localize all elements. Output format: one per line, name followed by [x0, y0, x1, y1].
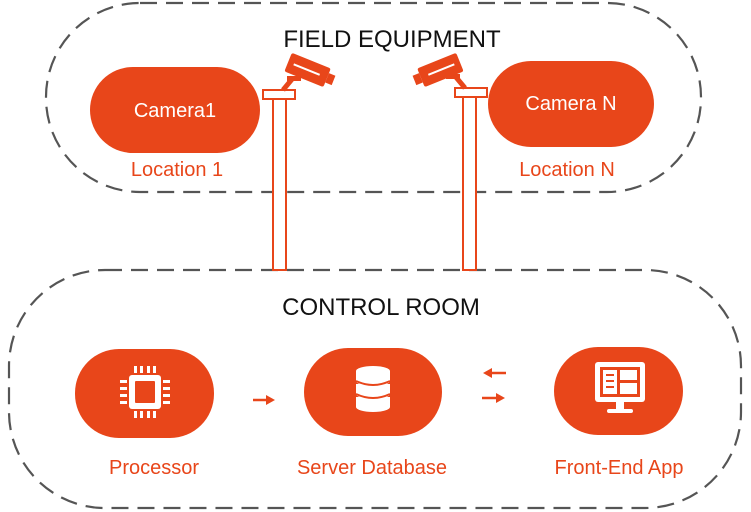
database-icon	[355, 366, 391, 412]
field-equipment-region	[44, 1, 703, 194]
camera1-location: Location 1	[131, 159, 223, 181]
arrow-server-to-frontend	[482, 393, 505, 403]
arrow-processor-to-server	[253, 395, 275, 405]
cctv-camera-icon-right	[412, 53, 488, 98]
right-connection-pole	[462, 95, 477, 271]
server-database-label: Server Database	[297, 457, 447, 479]
cctv-camera-icon-left	[262, 53, 336, 100]
camera1-node	[90, 67, 260, 153]
left-connection-pole	[272, 95, 287, 271]
cameraN-location: Location N	[519, 159, 615, 181]
cameraN-node	[488, 61, 654, 147]
arrow-frontend-to-server	[483, 368, 506, 378]
processor-chip-icon	[120, 366, 170, 418]
front-end-app-label: Front-End App	[555, 457, 684, 479]
control-room-title: CONTROL ROOM	[282, 294, 480, 321]
monitor-app-icon	[595, 362, 645, 413]
control-room-region	[7, 268, 743, 510]
camera1-label: Camera1	[134, 100, 216, 122]
processor-label: Processor	[109, 457, 199, 479]
cameraN-label: Camera N	[525, 93, 616, 115]
field-equipment-title: FIELD EQUIPMENT	[283, 26, 501, 53]
